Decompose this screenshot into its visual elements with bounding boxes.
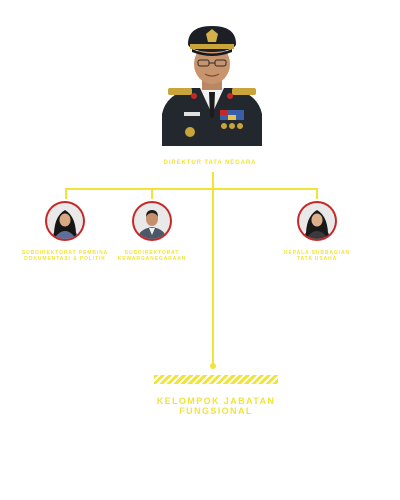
connector-drop-left — [65, 188, 67, 199]
female-hijab-portrait-icon — [47, 203, 83, 239]
group-label-line1: KELOMPOK JABATAN — [156, 396, 276, 406]
label-line: DOKUMENTASI & POLITIK — [24, 255, 106, 262]
male-portrait-icon — [134, 203, 170, 239]
label-line: TATA USAHA — [296, 255, 338, 262]
director-title: DIREKTUR TATA NEGARA — [163, 160, 257, 166]
label-subdirektorat-kewarganegaraan: SUBDIREKTORAT KEWARGANEGARAAN — [107, 250, 197, 263]
label-subdirektorat-pembina: SUBDIREKTORAT PEMBINA DOKUMENTASI & POLI… — [20, 250, 110, 263]
hazard-stripe-bar — [154, 375, 278, 384]
label-line: SUBDIREKTORAT — [124, 250, 180, 256]
avatar-subdirektorat-kewarganegaraan — [132, 201, 172, 241]
connector-drop-right — [316, 188, 318, 199]
avatar-subdirektorat-pembina — [45, 201, 85, 241]
female-hijab-portrait-icon — [299, 203, 335, 239]
label-line: SUBDIREKTORAT PEMBINA — [21, 250, 109, 256]
connector-drop-middle — [151, 188, 153, 199]
label-line: KEPALA SUBBAGIAN — [283, 250, 351, 256]
director-photo — [162, 26, 262, 146]
avatar-kepala-subbagian — [297, 201, 337, 241]
connector-trunk — [212, 172, 214, 366]
label-line: KEWARGANEGARAAN — [117, 255, 187, 262]
connector-end-dot — [210, 363, 216, 369]
connector-horizontal — [65, 188, 318, 190]
group-label: KELOMPOK JABATAN FUNGSIONAL — [130, 396, 302, 417]
group-label-line2: FUNGSIONAL — [179, 406, 253, 417]
label-kepala-subbagian: KEPALA SUBBAGIAN TATA USAHA — [272, 250, 362, 263]
